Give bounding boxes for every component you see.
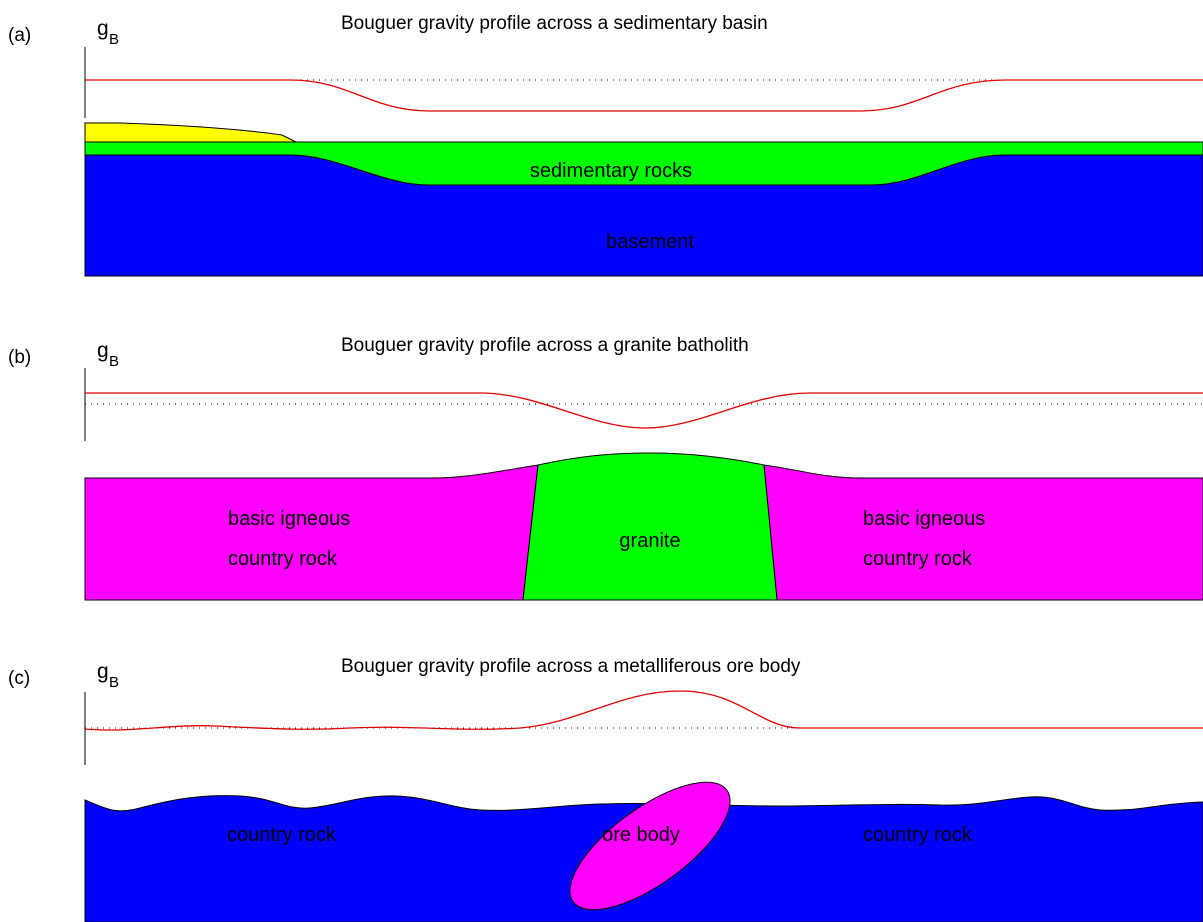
granite-label: granite: [619, 530, 680, 552]
panel-a-title: Bouguer gravity profile across a sedimen…: [341, 13, 768, 34]
basic-igneous-left-label-2: country rock: [228, 548, 338, 570]
ore-body-label: ore body: [602, 824, 680, 846]
country-rock-left-label: country rock: [227, 824, 337, 846]
panel-b-axis-subscript: B: [109, 353, 119, 370]
panel-c-axis-subscript: B: [109, 674, 119, 691]
panel-c-title: Bouguer gravity profile across a metalli…: [341, 656, 801, 677]
panel-c-gravity-profile: [84, 690, 1203, 731]
country-rock-right-label: country rock: [863, 824, 973, 846]
sedimentary-rocks: [84, 141, 1203, 186]
basic-igneous-country-rock-right: [763, 464, 1203, 601]
panel-a-gravity-profile: [85, 79, 1203, 112]
granite-batholith: [522, 452, 778, 601]
panel-a-label: (a): [8, 25, 31, 46]
panel-c: (c) g B Bouguer gravity profile across a…: [8, 656, 1203, 922]
sedimentary-rocks-label: sedimentary rocks: [530, 160, 692, 182]
basic-igneous-right-label-1: basic igneous: [863, 508, 985, 530]
panel-b: (b) g B Bouguer gravity profile across a…: [8, 335, 1203, 601]
basement-label: basement: [606, 231, 694, 253]
basic-igneous-right-label-2: country rock: [863, 548, 973, 570]
panel-a-axis-symbol: g: [97, 17, 109, 40]
panel-a: (a) g B Bouguer gravity profile across a…: [8, 13, 1203, 277]
basic-igneous-country-rock-left: [84, 464, 539, 601]
panel-b-label: (b): [8, 347, 31, 368]
panel-c-axis-symbol: g: [97, 660, 109, 683]
panel-b-gravity-profile: [85, 392, 1203, 429]
panel-b-axis-symbol: g: [97, 339, 109, 362]
panel-a-axis-subscript: B: [109, 31, 119, 48]
ore-body: [569, 781, 731, 911]
surface-deposit: [84, 122, 297, 143]
basic-igneous-left-label-1: basic igneous: [228, 508, 350, 530]
panel-b-title: Bouguer gravity profile across a granite…: [341, 335, 749, 356]
panel-c-label: (c): [8, 668, 30, 689]
